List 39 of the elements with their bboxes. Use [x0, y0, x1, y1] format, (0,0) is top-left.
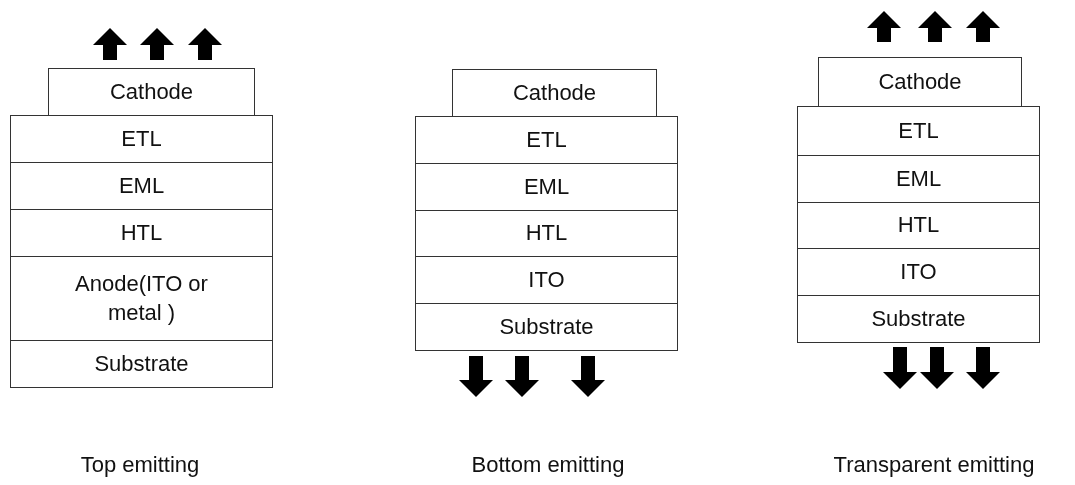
- layer-box: [48, 68, 255, 116]
- layer-box: [415, 210, 678, 257]
- layer-box: [797, 295, 1040, 343]
- layer-label: Anode(ITO or metal ): [74, 269, 209, 327]
- layer-box: [10, 256, 273, 341]
- layer-box: [10, 162, 273, 210]
- layer-label: ETL: [526, 125, 567, 154]
- layer-box: [452, 69, 657, 117]
- layer-label: Cathode: [109, 77, 194, 106]
- layer-box: [797, 106, 1040, 156]
- layer-box: [415, 116, 678, 164]
- layer-label: HTL: [525, 219, 568, 248]
- layer-box: [415, 256, 678, 304]
- caption: Bottom emitting: [471, 452, 625, 478]
- layer-box: [818, 57, 1022, 107]
- layer-label: EML: [118, 171, 165, 200]
- layer-label: ETL: [898, 116, 939, 145]
- layer-box: [797, 202, 1040, 249]
- layer-label: ITO: [900, 257, 937, 286]
- layer-label: ETL: [121, 124, 162, 153]
- layer-label: HTL: [897, 211, 940, 240]
- layer-label: Cathode: [512, 78, 597, 107]
- layer-box: [797, 248, 1040, 296]
- caption: Transparent emitting: [833, 452, 1035, 478]
- layer-label: Substrate: [871, 304, 966, 333]
- layer-box: [10, 115, 273, 163]
- layer-label: Substrate: [94, 349, 189, 378]
- layer-box: [415, 163, 678, 211]
- layer-label: EML: [895, 164, 942, 193]
- layer-label: ITO: [528, 265, 565, 294]
- layer-label: Cathode: [878, 67, 962, 96]
- caption: Top emitting: [80, 452, 200, 478]
- layer-label: Substrate: [499, 312, 594, 341]
- layer-box: [797, 155, 1040, 203]
- layer-box: [10, 209, 273, 257]
- layer-box: [10, 340, 273, 388]
- layer-label: EML: [523, 172, 570, 201]
- layer-label: HTL: [120, 218, 163, 247]
- layer-box: [415, 303, 678, 351]
